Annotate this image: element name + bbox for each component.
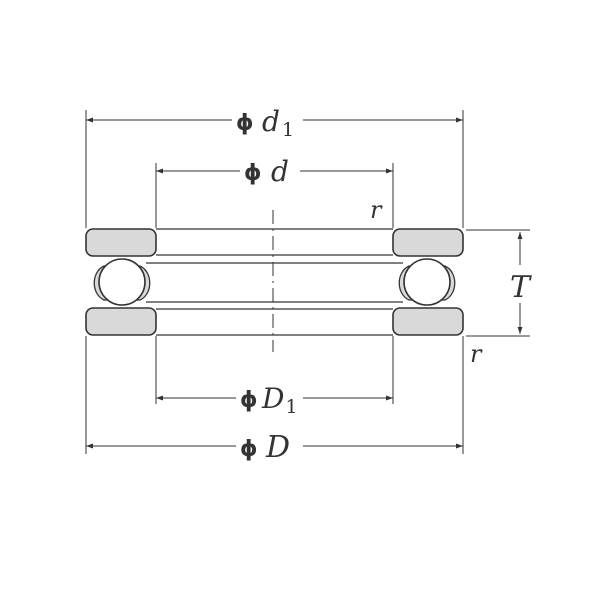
ball-left xyxy=(98,258,146,306)
label-T: T xyxy=(510,270,532,305)
shaft-washer-right xyxy=(392,228,464,257)
phi-symbol-D1: ϕ xyxy=(240,388,258,413)
label-r-top: r xyxy=(370,196,383,224)
housing-washer-right xyxy=(392,307,464,336)
cages xyxy=(93,265,456,301)
raceway-lines xyxy=(146,228,403,336)
shaft-washer-left xyxy=(85,228,157,257)
washers xyxy=(85,228,464,336)
dimension-lines xyxy=(86,117,523,449)
label-D: D xyxy=(265,430,290,465)
ball-right xyxy=(403,258,451,306)
label-d: d xyxy=(271,155,289,188)
balls xyxy=(98,258,451,306)
phi-symbol-d1: ϕ xyxy=(236,111,254,136)
phi-symbol-d: ϕ xyxy=(244,161,262,186)
phi-symbol-D: ϕ xyxy=(240,437,258,462)
extension-lines xyxy=(85,110,530,454)
label-D1: D1 xyxy=(261,382,298,418)
label-r-bottom: r xyxy=(470,340,483,368)
housing-washer-left xyxy=(85,307,157,336)
